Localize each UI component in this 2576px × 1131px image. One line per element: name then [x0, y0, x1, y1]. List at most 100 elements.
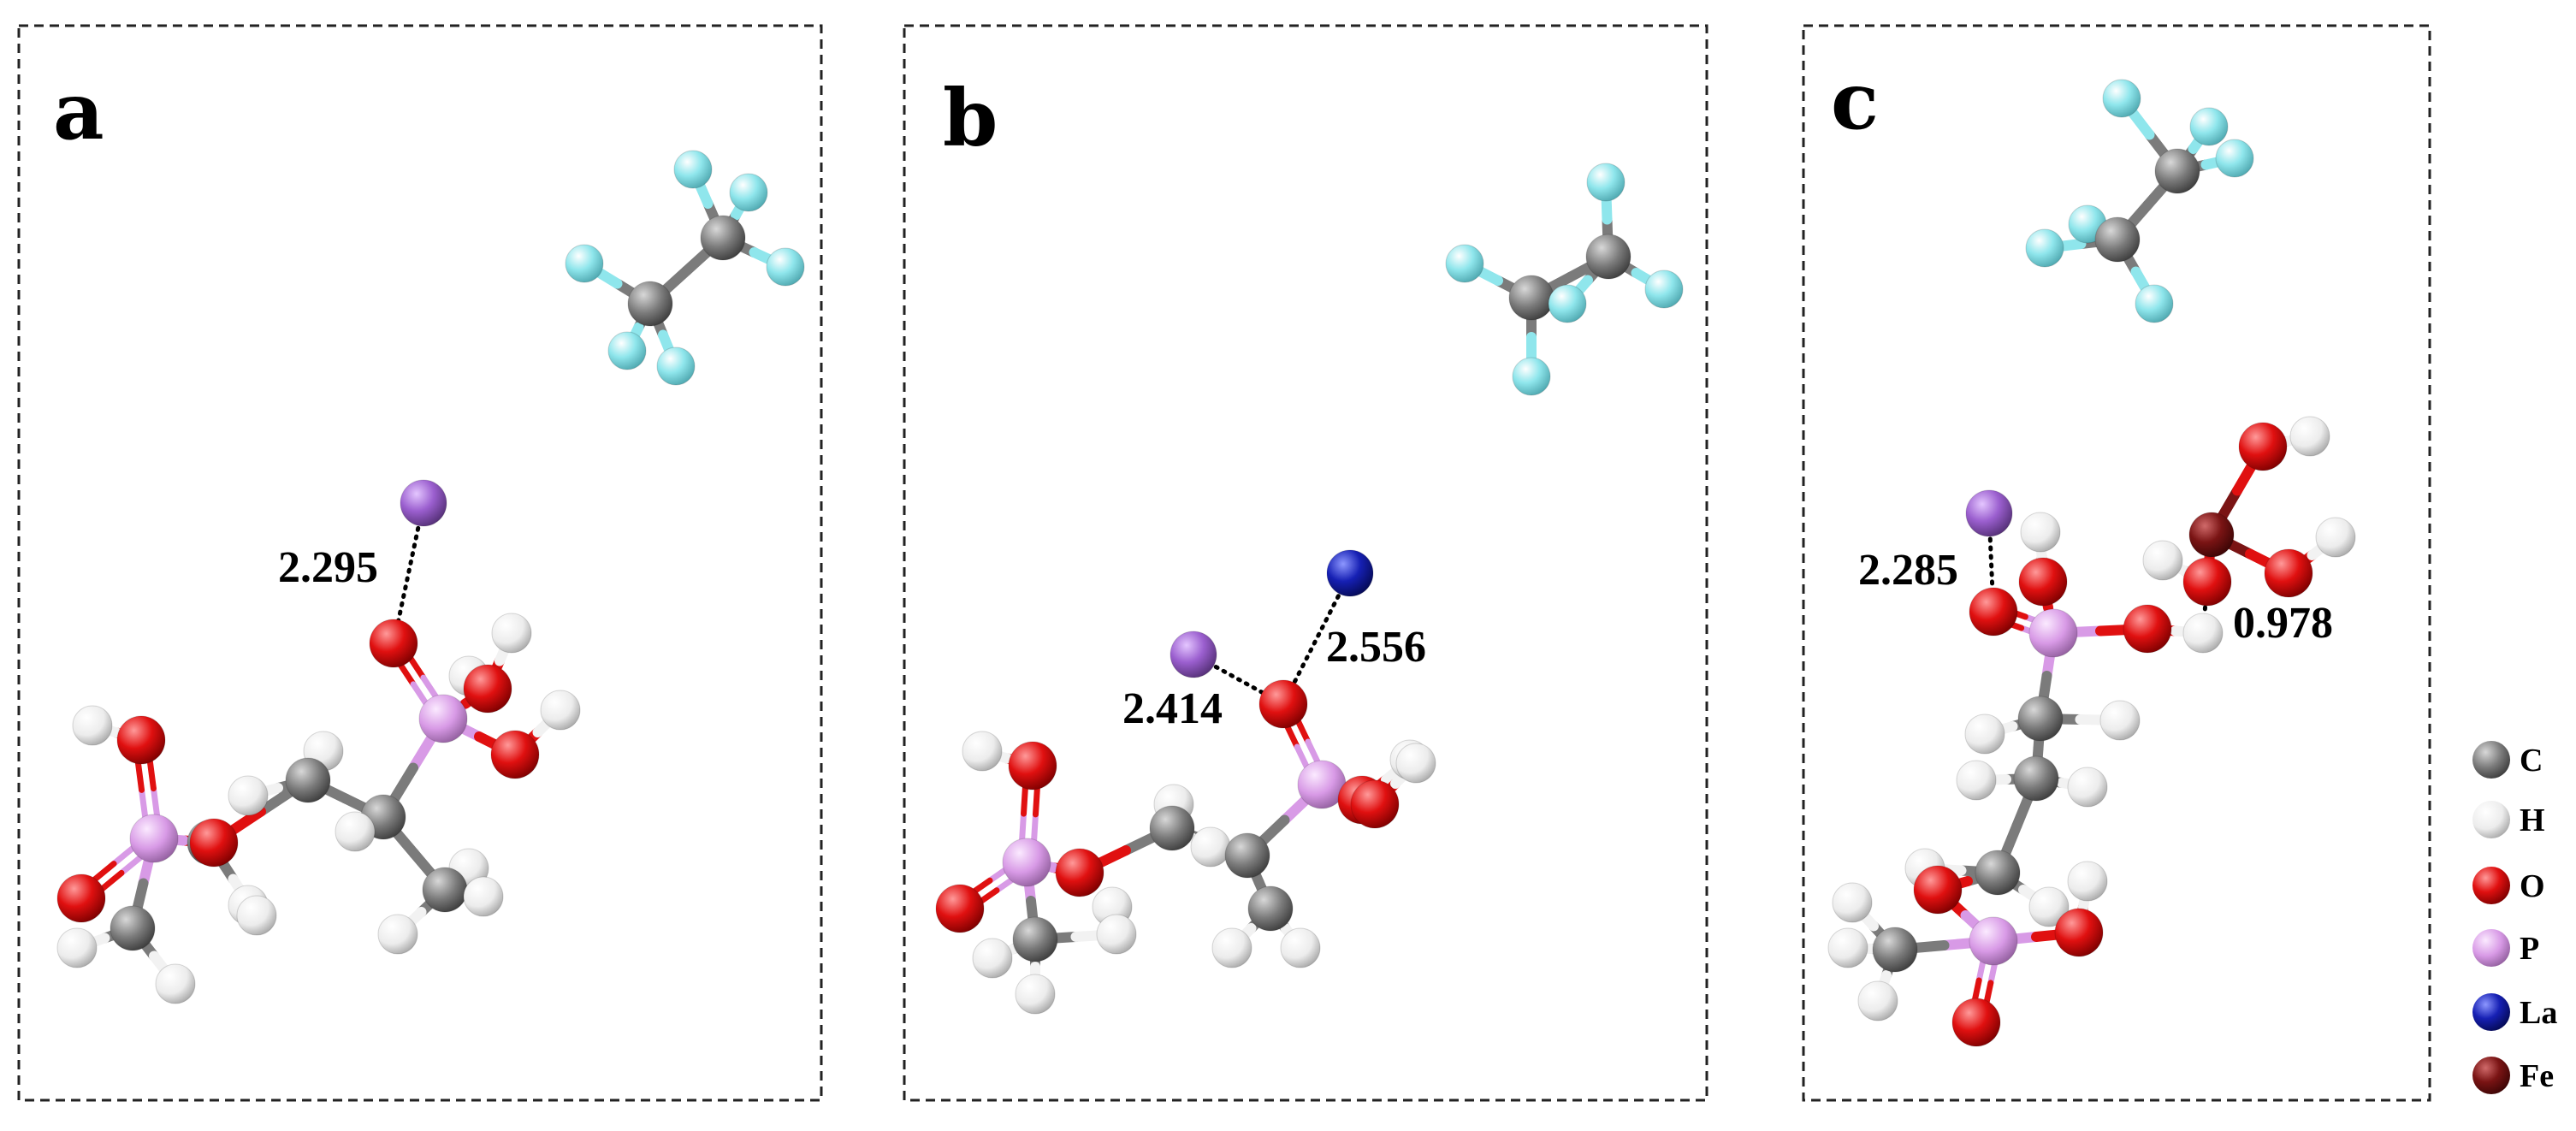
b-atom-F3 — [1548, 284, 1587, 323]
legend-label-C: C — [2520, 743, 2543, 779]
b-atom-F4 — [1445, 244, 1484, 283]
legend-atom-P — [2472, 929, 2510, 967]
a-atom-C5 — [285, 757, 331, 803]
panel-a-frame — [17, 24, 823, 1102]
c-atom-H1 — [2289, 416, 2330, 457]
c-atom-C4 — [2013, 755, 2059, 802]
b-atom-C1 — [1585, 234, 1631, 280]
b-atom-F2 — [1644, 269, 1684, 309]
b-atom-Li — [1170, 631, 1217, 678]
c-atom-C2 — [2094, 216, 2141, 263]
distance-label-c-2: 0.978 — [2233, 599, 2333, 648]
c-atom-O4 — [1969, 587, 2018, 637]
a-atom-H6 — [463, 876, 504, 917]
legend-atom-H — [2472, 801, 2510, 838]
a-atom-H1 — [491, 613, 532, 654]
c-atom-H12 — [2067, 861, 2108, 902]
a-atom-P1 — [418, 694, 468, 743]
legend-label-O: O — [2520, 868, 2545, 904]
a-atom-O1 — [369, 619, 418, 668]
a-atom-H12 — [155, 963, 196, 1004]
b-atom-H3 — [1280, 927, 1321, 968]
c-atom-Li — [1965, 489, 2013, 537]
c-atom-H3 — [2142, 540, 2183, 581]
panel-c-frame — [1802, 24, 2431, 1102]
a-atom-C1 — [700, 215, 746, 261]
a-atom-O4 — [189, 818, 239, 867]
c-atom-H8 — [1956, 760, 1997, 801]
c-atom-C5 — [1975, 850, 2021, 896]
b-distance-line-1 — [1281, 571, 1353, 707]
b-atom-P2 — [1002, 838, 1051, 887]
distance-label-a-1: 2.295 — [278, 543, 378, 592]
a-atom-Li — [400, 479, 447, 527]
c-atom-O8 — [2054, 908, 2104, 957]
c-atom-H7 — [2099, 700, 2141, 741]
c-atom-O7 — [1913, 865, 1963, 915]
legend-label-P: P — [2520, 931, 2539, 967]
b-atom-La — [1326, 549, 1374, 597]
b-atom-O5 — [1008, 741, 1057, 791]
c-atom-O2 — [2264, 548, 2313, 598]
b-atom-H8 — [972, 938, 1013, 979]
c-atom-F5 — [2135, 284, 2174, 323]
legend-label-Fe: Fe — [2520, 1058, 2554, 1094]
a-atom-H10 — [72, 705, 113, 746]
legend-atom-O — [2472, 867, 2510, 904]
a-atom-H11 — [56, 927, 98, 968]
legend-label-La: La — [2520, 995, 2557, 1031]
c-atom-H6 — [1964, 714, 2005, 755]
c-atom-P2 — [1969, 916, 2018, 966]
b-atom-H7 — [962, 731, 1003, 772]
a-atom-F1 — [673, 150, 713, 189]
c-atom-O9 — [1951, 998, 2001, 1047]
a-atom-F4 — [565, 244, 604, 283]
b-atom-C3 — [1224, 832, 1270, 879]
c-atom-O6 — [2123, 604, 2172, 654]
a-atom-P2 — [129, 814, 179, 863]
panel-b-letter: b — [943, 72, 998, 164]
a-atom-H13 — [236, 895, 277, 936]
distance-label-b-1: 2.414 — [1122, 684, 1223, 733]
c-atom-C1 — [2154, 148, 2200, 194]
a-atom-H7 — [377, 914, 418, 955]
legend-label-H: H — [2520, 802, 2545, 838]
c-atom-H15 — [1832, 882, 1873, 923]
c-atom-H5 — [2182, 613, 2224, 654]
b-atom-F5 — [1512, 357, 1551, 396]
legend: C H O P La Fe — [2472, 741, 2557, 1094]
c-atom-P1 — [2028, 608, 2078, 658]
panel-b-molecule — [935, 163, 1684, 1015]
c-atom-F1 — [2102, 79, 2141, 118]
c-atom-C3 — [2017, 696, 2064, 742]
b-atom-O4 — [1055, 848, 1104, 897]
a-atom-H9 — [228, 775, 269, 816]
c-atom-H2 — [2315, 517, 2356, 558]
c-atom-O3 — [2182, 557, 2232, 607]
b-atom-H10 — [1096, 914, 1137, 955]
a-atom-F3 — [766, 247, 805, 287]
legend-atom-Fe — [2472, 1057, 2510, 1094]
b-atom-C5 — [1149, 805, 1195, 851]
a-atom-F5 — [607, 331, 647, 370]
panel-a-molecule — [56, 150, 805, 1004]
b-atom-C4 — [1247, 885, 1294, 932]
distance-label-c-1: 2.285 — [1858, 546, 1958, 595]
a-atom-F6 — [656, 346, 696, 386]
c-atom-H4 — [2020, 512, 2061, 553]
c-atom-H9 — [2067, 767, 2108, 808]
panel-c-letter: c — [1831, 55, 1879, 147]
a-atom-O2 — [463, 664, 512, 714]
a-atom-C7 — [110, 905, 156, 951]
panel-b-frame — [903, 24, 1708, 1102]
c-atom-O5 — [2018, 557, 2068, 607]
a-atom-H4 — [335, 811, 376, 852]
panel-c-molecule — [1827, 79, 2356, 1047]
a-atom-O6 — [56, 873, 106, 923]
legend-atom-La — [2472, 993, 2510, 1031]
c-atom-F2 — [2189, 107, 2229, 146]
legend-atom-C — [2472, 741, 2510, 779]
b-atom-H9 — [1015, 974, 1056, 1015]
distance-label-b-2: 2.556 — [1326, 623, 1426, 672]
